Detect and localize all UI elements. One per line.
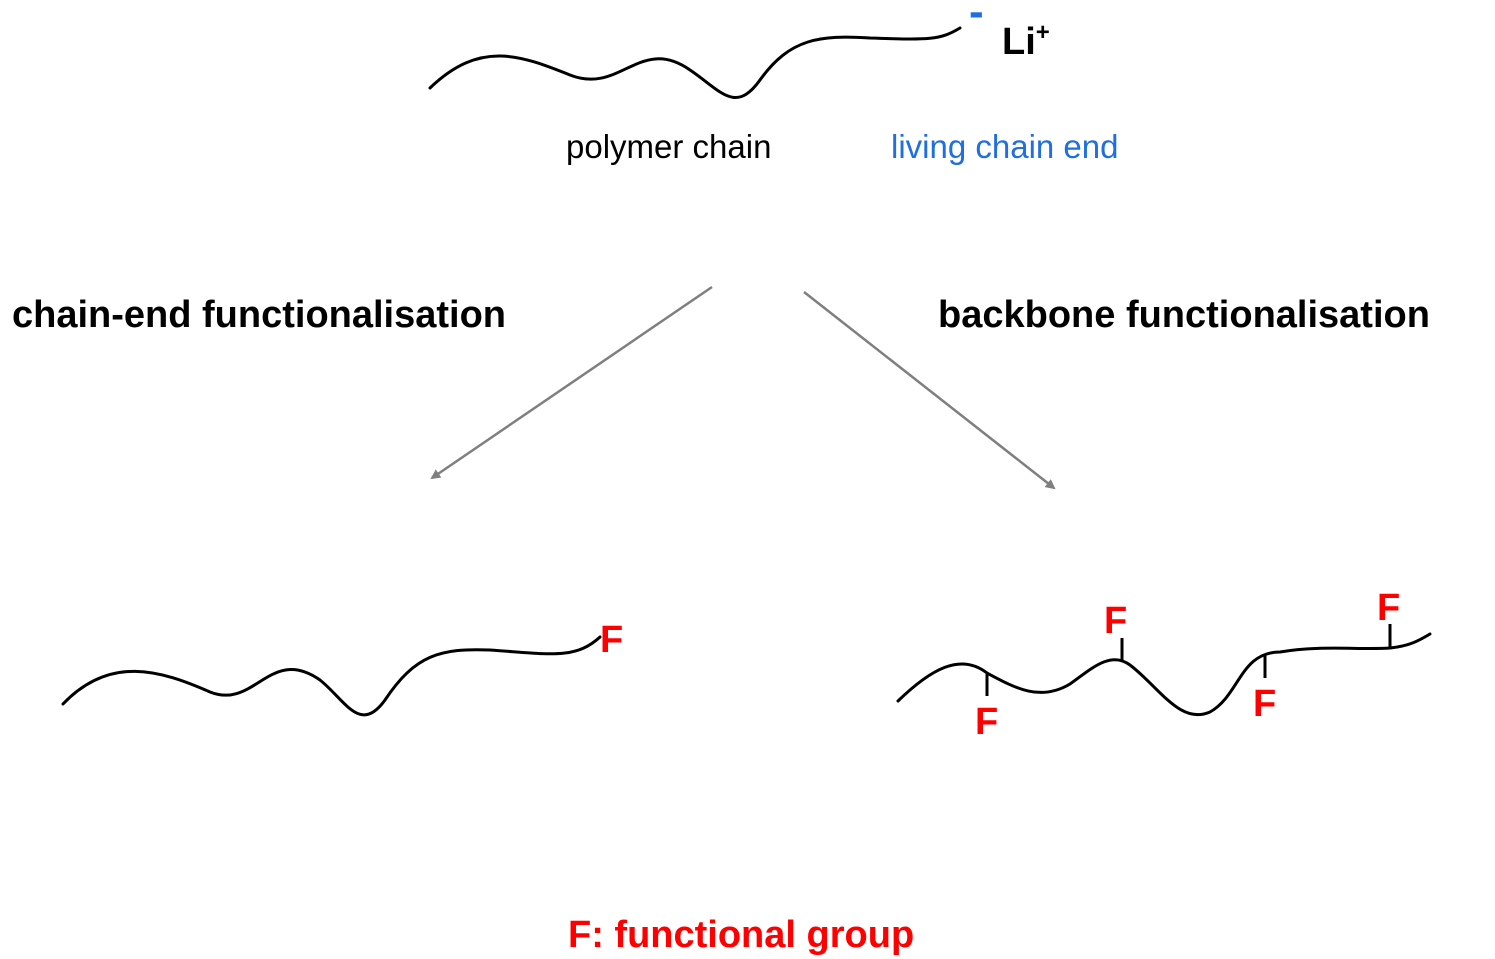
lithium-symbol: Li (1002, 21, 1036, 63)
backbone-functional-group-3: F (1253, 683, 1276, 725)
lithium-counterion: Li+ (1002, 19, 1050, 63)
chain-end-functionalised-polymer (61, 635, 602, 717)
arrow-to-chain-end (430, 285, 713, 480)
chain-end-functionalisation-title: chain-end functionalisation (12, 294, 506, 336)
chain-end-functional-group: F (600, 619, 623, 661)
backbone-functional-group-2: F (1104, 600, 1127, 642)
anion-charge: - (969, 0, 984, 36)
arrow-to-backbone (803, 291, 1056, 490)
legend-functional-group: F: functional group (568, 914, 914, 956)
backbone-functional-group-1: F (975, 701, 998, 743)
polymer-chain-label: polymer chain (566, 128, 771, 165)
living-chain-end-label: living chain end (891, 128, 1119, 165)
backbone-functionalisation-title: backbone functionalisation (938, 294, 1430, 336)
living-polymer-chain (428, 26, 962, 99)
backbone-functional-group-4: F (1377, 587, 1400, 629)
counterion-charge: + (1036, 19, 1050, 46)
